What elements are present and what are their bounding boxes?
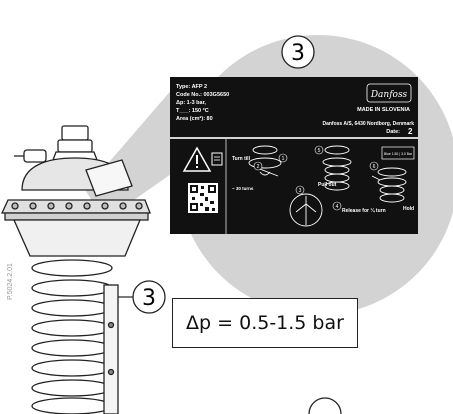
step-number-2-text: 2 [257, 164, 260, 170]
callout-top: 3 [281, 35, 315, 69]
callout-side-number: 3 [142, 286, 156, 311]
plate-area: Area (cm²): 80 [176, 115, 213, 122]
step-illustration-2 [289, 193, 323, 227]
plate-type: Type: AFP 2 [176, 84, 207, 90]
pressure-range-text: Δp = 0.5-1.5 bar [186, 312, 344, 334]
plate-tmax: T___: 150 °C [176, 108, 209, 114]
brand-logo [366, 83, 412, 103]
instr-turns: ~ 30 turns [232, 186, 254, 191]
step-number-5: 5 [314, 145, 324, 155]
partial-circle-bottom [308, 397, 342, 414]
step-number-1: 1 [278, 153, 288, 163]
qr-code-icon [188, 183, 218, 213]
range-chip-text: Blue 1.50 | 3.0 Bar [384, 152, 413, 156]
plate-code: Code No.: 003G5650 [176, 92, 229, 98]
step-number-3: 3 [295, 185, 305, 195]
step-number-4-text: 4 [336, 204, 339, 210]
manufacturer-address: Danfoss A/S, 6430 Nordborg, Denmark [322, 121, 414, 127]
instr-turn-till: Turn till [232, 156, 251, 162]
manual-icon [211, 152, 223, 166]
date-value: 2 [408, 127, 413, 136]
plate-dp: Δp: 1-3 bar, [176, 100, 206, 106]
valve-actuator [0, 125, 151, 414]
step-number-6: 6 [369, 161, 379, 171]
instr-pull-out: Pull out [318, 182, 337, 188]
date-label: Date: [386, 129, 400, 135]
callout-top-number: 3 [291, 41, 305, 66]
step-number-1-text: 1 [282, 156, 285, 162]
callout-side: 3 [118, 280, 166, 314]
step-number-2: 2 [253, 161, 263, 171]
warning-icon [182, 146, 212, 172]
step-number-3-text: 3 [299, 188, 302, 194]
label-plate: Type: AFP 2 Code No.: 003G5650 Δp: 1-3 b… [170, 77, 418, 234]
step-number-5-text: 5 [318, 148, 321, 154]
step-number-4: 4 [332, 201, 342, 211]
side-code: P.5024.2.01 [7, 263, 14, 300]
instr-release: Release for ¼ turn [342, 207, 386, 214]
step-illustration-4 [371, 167, 407, 203]
step-number-6-text: 6 [373, 164, 376, 170]
brand-name: Danfoss [370, 90, 408, 100]
step-illustration-3 [322, 145, 352, 191]
pressure-range-label: Δp = 0.5-1.5 bar [172, 298, 358, 348]
made-in: MADE IN SLOVENIA [357, 107, 410, 113]
instr-hold: Hold [403, 206, 414, 212]
range-chip [381, 146, 415, 160]
